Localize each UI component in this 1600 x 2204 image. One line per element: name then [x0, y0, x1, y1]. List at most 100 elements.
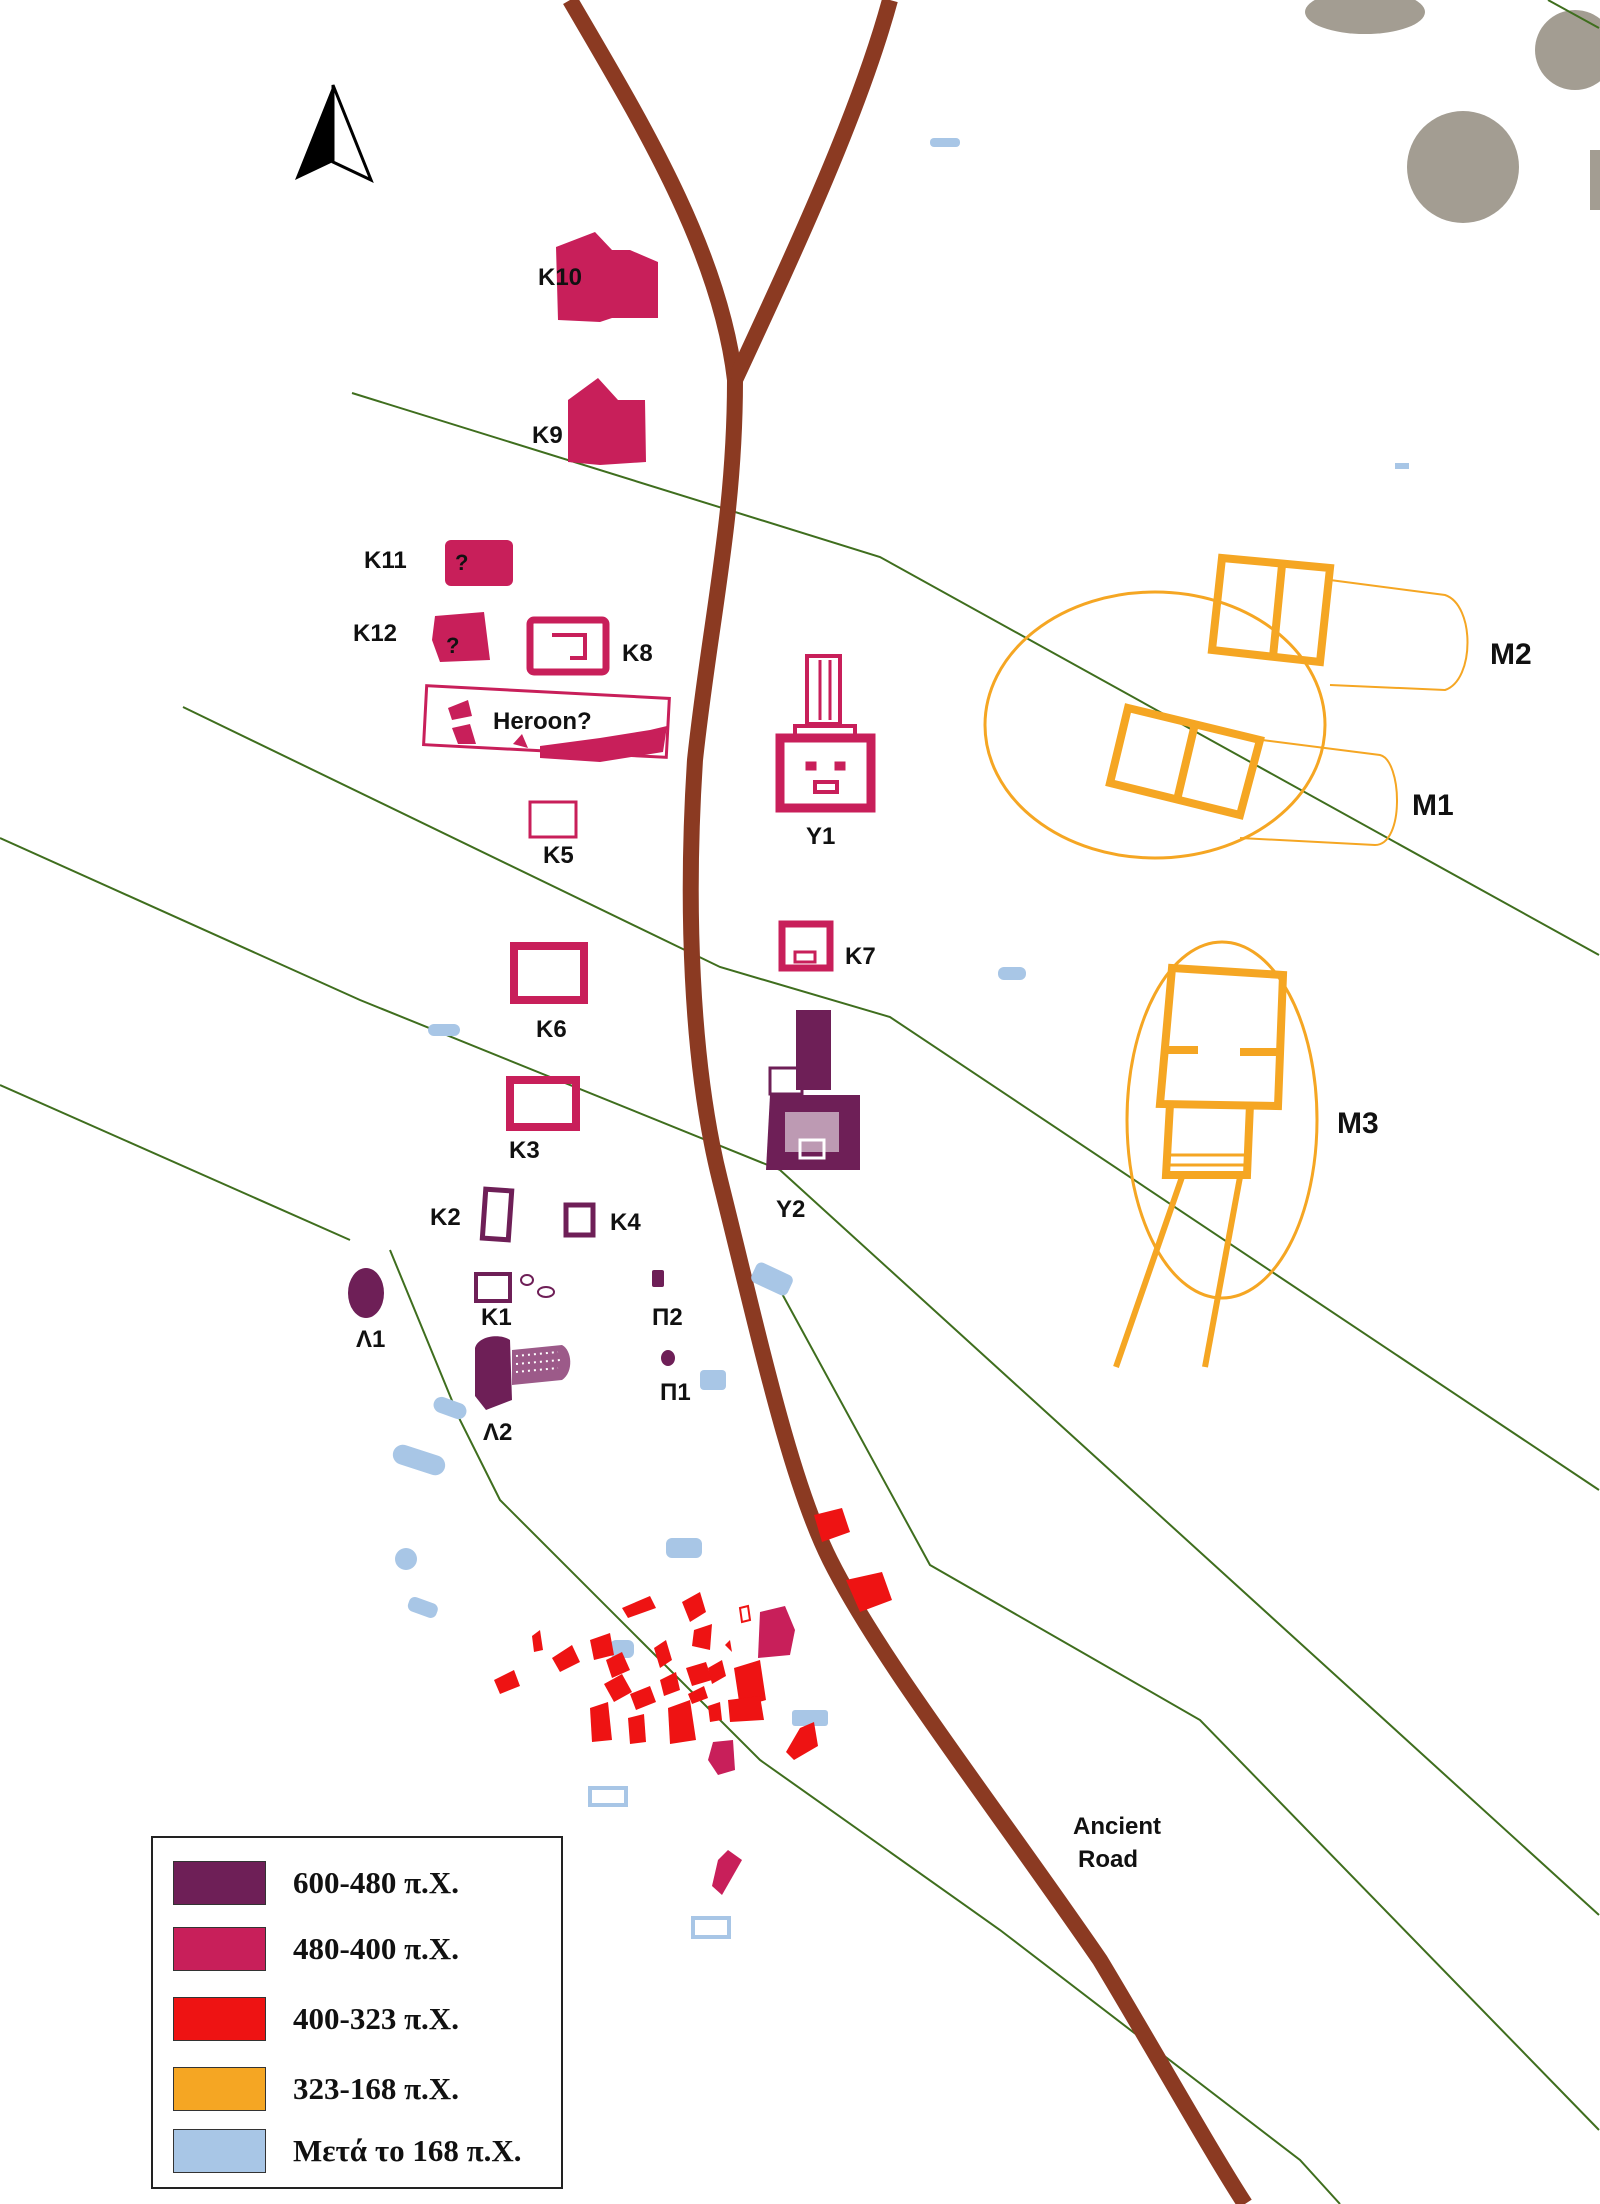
- label-ancient-road-line2: Road: [1078, 1846, 1138, 1873]
- label-k12: K12: [353, 620, 397, 647]
- feature: [628, 1714, 646, 1744]
- grey-circle: [1407, 111, 1519, 223]
- feature: [792, 1710, 828, 1726]
- feature: [734, 1660, 766, 1708]
- legend-label: 400-323 π.Χ.: [293, 2001, 459, 2036]
- feature: [708, 1660, 726, 1684]
- north-arrow-icon: [295, 84, 374, 183]
- grey-circles: [1305, 0, 1600, 223]
- enclosure-m1-m2: [983, 590, 1327, 860]
- building-k10: [556, 232, 658, 322]
- feature: [428, 1024, 460, 1036]
- building-m1-outline: [1239, 739, 1398, 847]
- label-k5: K5: [543, 842, 574, 869]
- feature: [630, 1686, 656, 1710]
- feature: [846, 1572, 892, 1612]
- feature: [786, 1722, 818, 1760]
- feature: [590, 1633, 614, 1660]
- feature: [606, 1652, 630, 1678]
- feature: [725, 1640, 732, 1652]
- building-k1: [474, 1272, 512, 1303]
- label-k7: K7: [845, 943, 876, 970]
- feature: [728, 1696, 764, 1722]
- building-classical-south: [708, 1740, 735, 1775]
- label-k3: K3: [509, 1137, 540, 1164]
- feature: [666, 1538, 702, 1558]
- feature: [494, 1670, 520, 1694]
- legend-swatch: [173, 1861, 266, 1905]
- road-main: [563, 0, 1252, 2204]
- grey-circle: [1590, 150, 1600, 210]
- contour-line: [0, 837, 1600, 1916]
- feature: [588, 1786, 628, 1807]
- building-k12: [432, 612, 490, 662]
- feature: [660, 1672, 680, 1696]
- label-y2: Y2: [776, 1196, 805, 1223]
- building-m2-outline: [1329, 579, 1469, 692]
- building-y1: [775, 654, 876, 813]
- late-classical-features: [494, 1508, 892, 1760]
- label-k11: K11: [364, 547, 407, 574]
- feature: [692, 1624, 712, 1650]
- legend-swatch: [173, 2129, 266, 2173]
- feature: [407, 1596, 438, 1618]
- feature: [610, 1640, 634, 1658]
- road-branch: [727, 0, 898, 384]
- label-y1: Y1: [806, 823, 835, 850]
- legend-item: 400-323 π.Χ.: [173, 1996, 459, 2042]
- label-q1: ?: [455, 550, 468, 575]
- building-k4: [563, 1202, 596, 1238]
- ancient-road: [563, 0, 1252, 2204]
- building-k11: [445, 540, 513, 586]
- contour-line: [182, 706, 1600, 1491]
- heroon-remains: [448, 700, 667, 762]
- feature: [532, 1630, 543, 1652]
- label-k2: K2: [430, 1204, 461, 1231]
- enclosure-m3: [1125, 940, 1319, 1300]
- contour-line: [1547, 0, 1600, 29]
- legend-swatch: [173, 1927, 266, 1971]
- legend-label: Μετά το 168 π.Χ.: [293, 2133, 522, 2168]
- label-k1: K1: [481, 1304, 512, 1331]
- classical-features: [422, 232, 876, 1895]
- label-l1: Λ1: [356, 1326, 385, 1353]
- legend-label: 600-480 π.Χ.: [293, 1865, 459, 1900]
- label-k4: K4: [610, 1209, 641, 1236]
- feature: [433, 1396, 467, 1420]
- building-k6: [510, 942, 588, 1004]
- contour-line: [351, 392, 1600, 956]
- label-q2: ?: [446, 633, 459, 658]
- label-l2: Λ2: [483, 1419, 512, 1446]
- building-m3: [1113, 963, 1288, 1368]
- building-k5: [528, 800, 578, 839]
- feature: [708, 1702, 722, 1722]
- feature: [930, 138, 960, 147]
- feature: [682, 1592, 706, 1622]
- grey-circle: [1535, 10, 1600, 90]
- contour-line: [0, 1084, 351, 1241]
- contour-line: [779, 1289, 1600, 2131]
- label-ancient-road-line1: Ancient: [1073, 1813, 1161, 1840]
- feature: [700, 1370, 726, 1390]
- label-k10: K10: [538, 264, 582, 291]
- feature-p1: [661, 1350, 675, 1366]
- legend-label: 480-400 π.Χ.: [293, 1931, 459, 1966]
- building-k7: [778, 920, 834, 972]
- building-classical-south: [758, 1606, 795, 1658]
- grey-circle: [1305, 0, 1425, 34]
- archaic-features: [348, 1010, 860, 1410]
- label-m2: M2: [1490, 638, 1532, 671]
- map-labels: K10 K9 K11 ? K12 ? K8 Heroon? K5 Y1 K7 K…: [353, 264, 1532, 1873]
- feature: [392, 1444, 446, 1476]
- legend-item: 480-400 π.Χ.: [173, 1926, 459, 1972]
- feature: [998, 967, 1026, 980]
- feature: [814, 1508, 850, 1542]
- label-m3: M3: [1337, 1107, 1379, 1140]
- feature: [668, 1700, 696, 1744]
- label-k8: K8: [622, 640, 653, 667]
- label-m1: M1: [1412, 789, 1454, 822]
- feature: [552, 1645, 580, 1672]
- feature-p2: [652, 1270, 664, 1287]
- feature: [686, 1662, 712, 1686]
- label-p2: Π2: [652, 1304, 683, 1331]
